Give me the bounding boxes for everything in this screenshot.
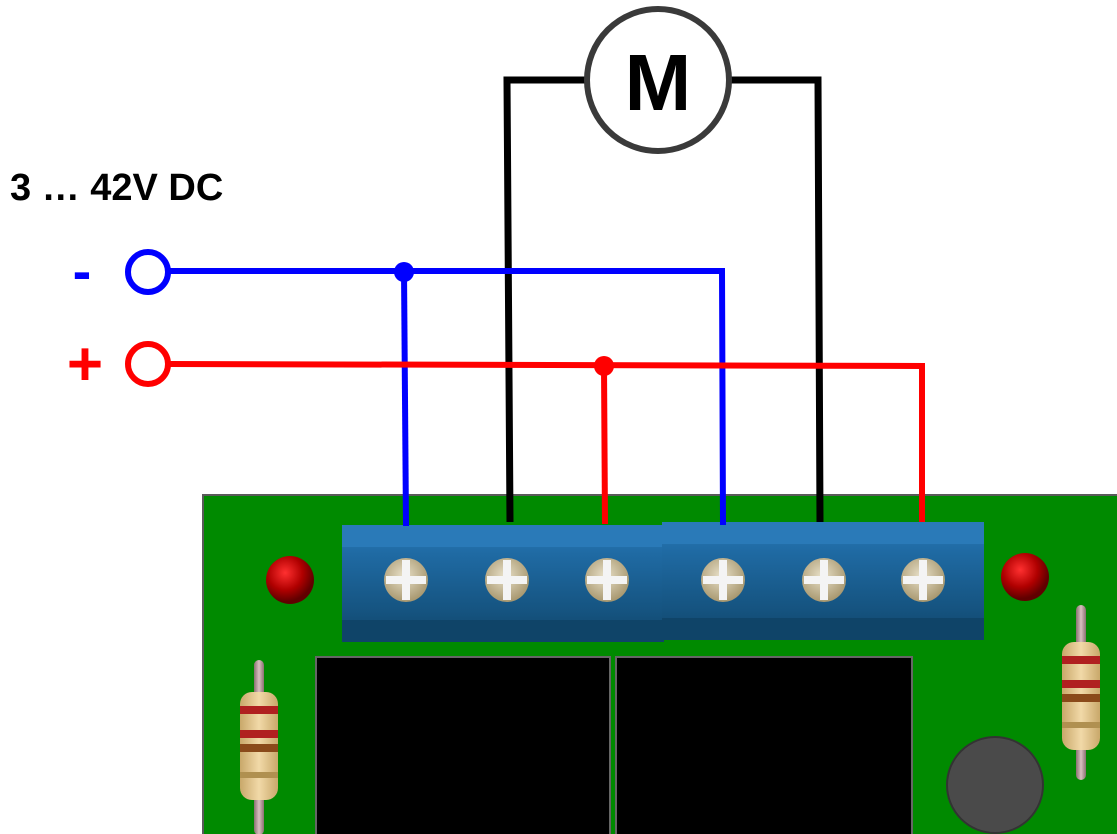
negative-wire-branch [401, 270, 409, 527]
negative-wire [170, 268, 726, 526]
relay-left [315, 656, 611, 834]
positive-wire [169, 361, 925, 522]
terminal-screw-1 [384, 558, 428, 602]
terminal-screw-2 [485, 558, 529, 602]
terminal-screw-4 [701, 558, 745, 602]
resistor-left [240, 660, 278, 834]
positive-wire-branch [601, 365, 608, 525]
positive-junction [594, 356, 614, 376]
negative-symbol: - [73, 239, 92, 302]
negative-junction [394, 262, 414, 282]
terminal-screw-6 [901, 558, 945, 602]
positive-terminal [125, 341, 171, 387]
relay-right [615, 656, 913, 834]
motor-label: M [625, 38, 692, 127]
terminal-screw-5 [802, 558, 846, 602]
led-left [266, 556, 314, 604]
buzzer [946, 736, 1044, 834]
motor-wire-left [503, 76, 588, 523]
led-right [1001, 553, 1049, 601]
positive-symbol: + [67, 330, 103, 399]
resistor-right [1062, 605, 1100, 780]
supply-voltage-label: 3 … 42V DC [10, 167, 223, 209]
motor-wire-right [730, 76, 824, 523]
negative-terminal [125, 249, 171, 295]
terminal-screw-3 [585, 558, 629, 602]
motor-symbol [584, 6, 732, 154]
